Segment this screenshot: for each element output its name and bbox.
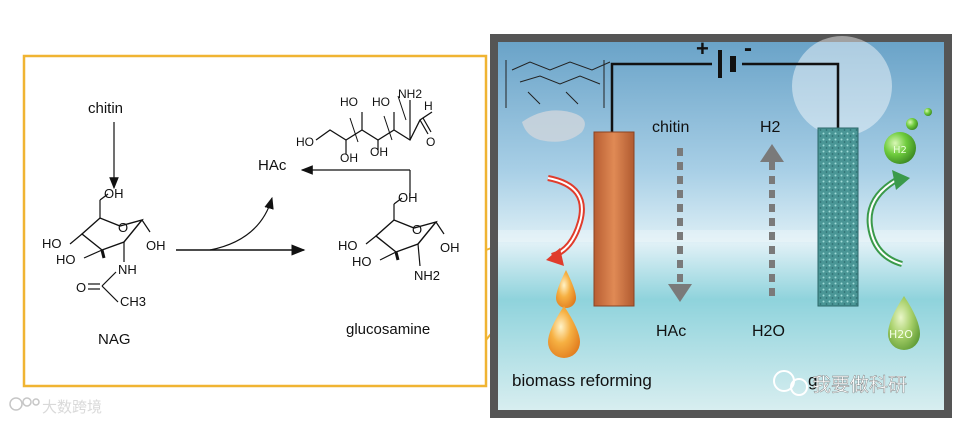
battery-long-plate [718, 50, 722, 78]
glucosamine-label: glucosamine [346, 321, 430, 338]
h2-bubble-text: H2 [893, 145, 907, 156]
cell-chitin-label: chitin [652, 119, 689, 136]
open-nh2: NH2 [398, 87, 422, 101]
watermark-left-logo-icon [9, 397, 23, 411]
nag-nh: NH [118, 262, 137, 277]
h2o-drop-text: H2O [889, 328, 913, 341]
open-oh-bottom2: OH [370, 145, 388, 159]
plus-sign: + [696, 36, 709, 61]
red-arrow-head [546, 248, 564, 266]
biomass-reforming-label: biomass reforming [512, 371, 652, 390]
nag-oh-top: OH [104, 186, 124, 201]
wire-left [610, 62, 712, 134]
cell-right-label-fragment: g [808, 371, 817, 390]
gluc-nh2: NH2 [414, 268, 440, 283]
wire-right [742, 62, 840, 130]
open-oh-bottom1: OH [340, 151, 358, 165]
minus-sign: - [744, 35, 752, 62]
nag-carbonyl-o: O [76, 280, 86, 295]
open-chain-structure: HO HO HO OH OH NH2 H O [296, 87, 435, 165]
chitin-label: chitin [88, 100, 123, 117]
green-arrow-head [892, 170, 910, 190]
scheme-frame [22, 54, 488, 388]
hac-label: HAc [258, 157, 287, 174]
chitin-chain-sketch [505, 60, 611, 108]
open-o: O [426, 135, 435, 149]
h2o-up-arrow-head [760, 144, 784, 162]
gluc-oh-top: OH [398, 190, 418, 205]
cell-h2o-label: H2O [752, 323, 785, 340]
open-ho-left: HO [296, 135, 314, 149]
gluc-ho-2: HO [352, 254, 372, 269]
open-ho-top1: HO [340, 95, 358, 109]
nag-label: NAG [98, 331, 131, 348]
h2o-drop [888, 296, 920, 350]
open-h: H [424, 99, 433, 113]
anode-electrode [593, 131, 635, 307]
chitin-down-arrow-head [668, 284, 692, 302]
nag-ho-1: HO [42, 236, 62, 251]
cell-h2-label: H2 [760, 119, 781, 136]
nag-structure: OH HO HO O OH NH O CH3 [42, 186, 166, 309]
orange-drop-large [548, 306, 580, 358]
shrimp-icon [522, 110, 585, 142]
nag-ring-o: O [118, 220, 128, 235]
battery-short-plate [730, 56, 736, 72]
nag-ch3: CH3 [120, 294, 146, 309]
cell-hac-label: HAc [656, 323, 686, 340]
cathode-electrode [817, 127, 859, 307]
watermark-left-text: 大数跨境 [42, 398, 102, 416]
nag-ho-2: HO [56, 252, 76, 267]
orange-drop-small [556, 270, 576, 308]
h2-bubble-small [924, 108, 932, 116]
nag-to-hac-arrow [209, 196, 274, 251]
gluc-ho-1: HO [338, 238, 358, 253]
h2-bubble-large [884, 132, 916, 164]
watermark-right-text: 我要做科研 [812, 374, 907, 396]
glucosamine-structure: OH HO HO O OH NH2 [338, 190, 460, 283]
gluc-ring-o: O [412, 222, 422, 237]
gluc-oh-right: OH [440, 240, 460, 255]
watermark-left: 大数跨境 [9, 397, 102, 416]
watermark-right: 我要做科研 [773, 370, 907, 396]
nag-oh-right: OH [146, 238, 166, 253]
h2-bubble-medium [906, 118, 918, 130]
cell-panel: + - chitin HAc H2 H2O H2 H2O [490, 34, 952, 418]
open-ho-top2: HO [372, 95, 390, 109]
